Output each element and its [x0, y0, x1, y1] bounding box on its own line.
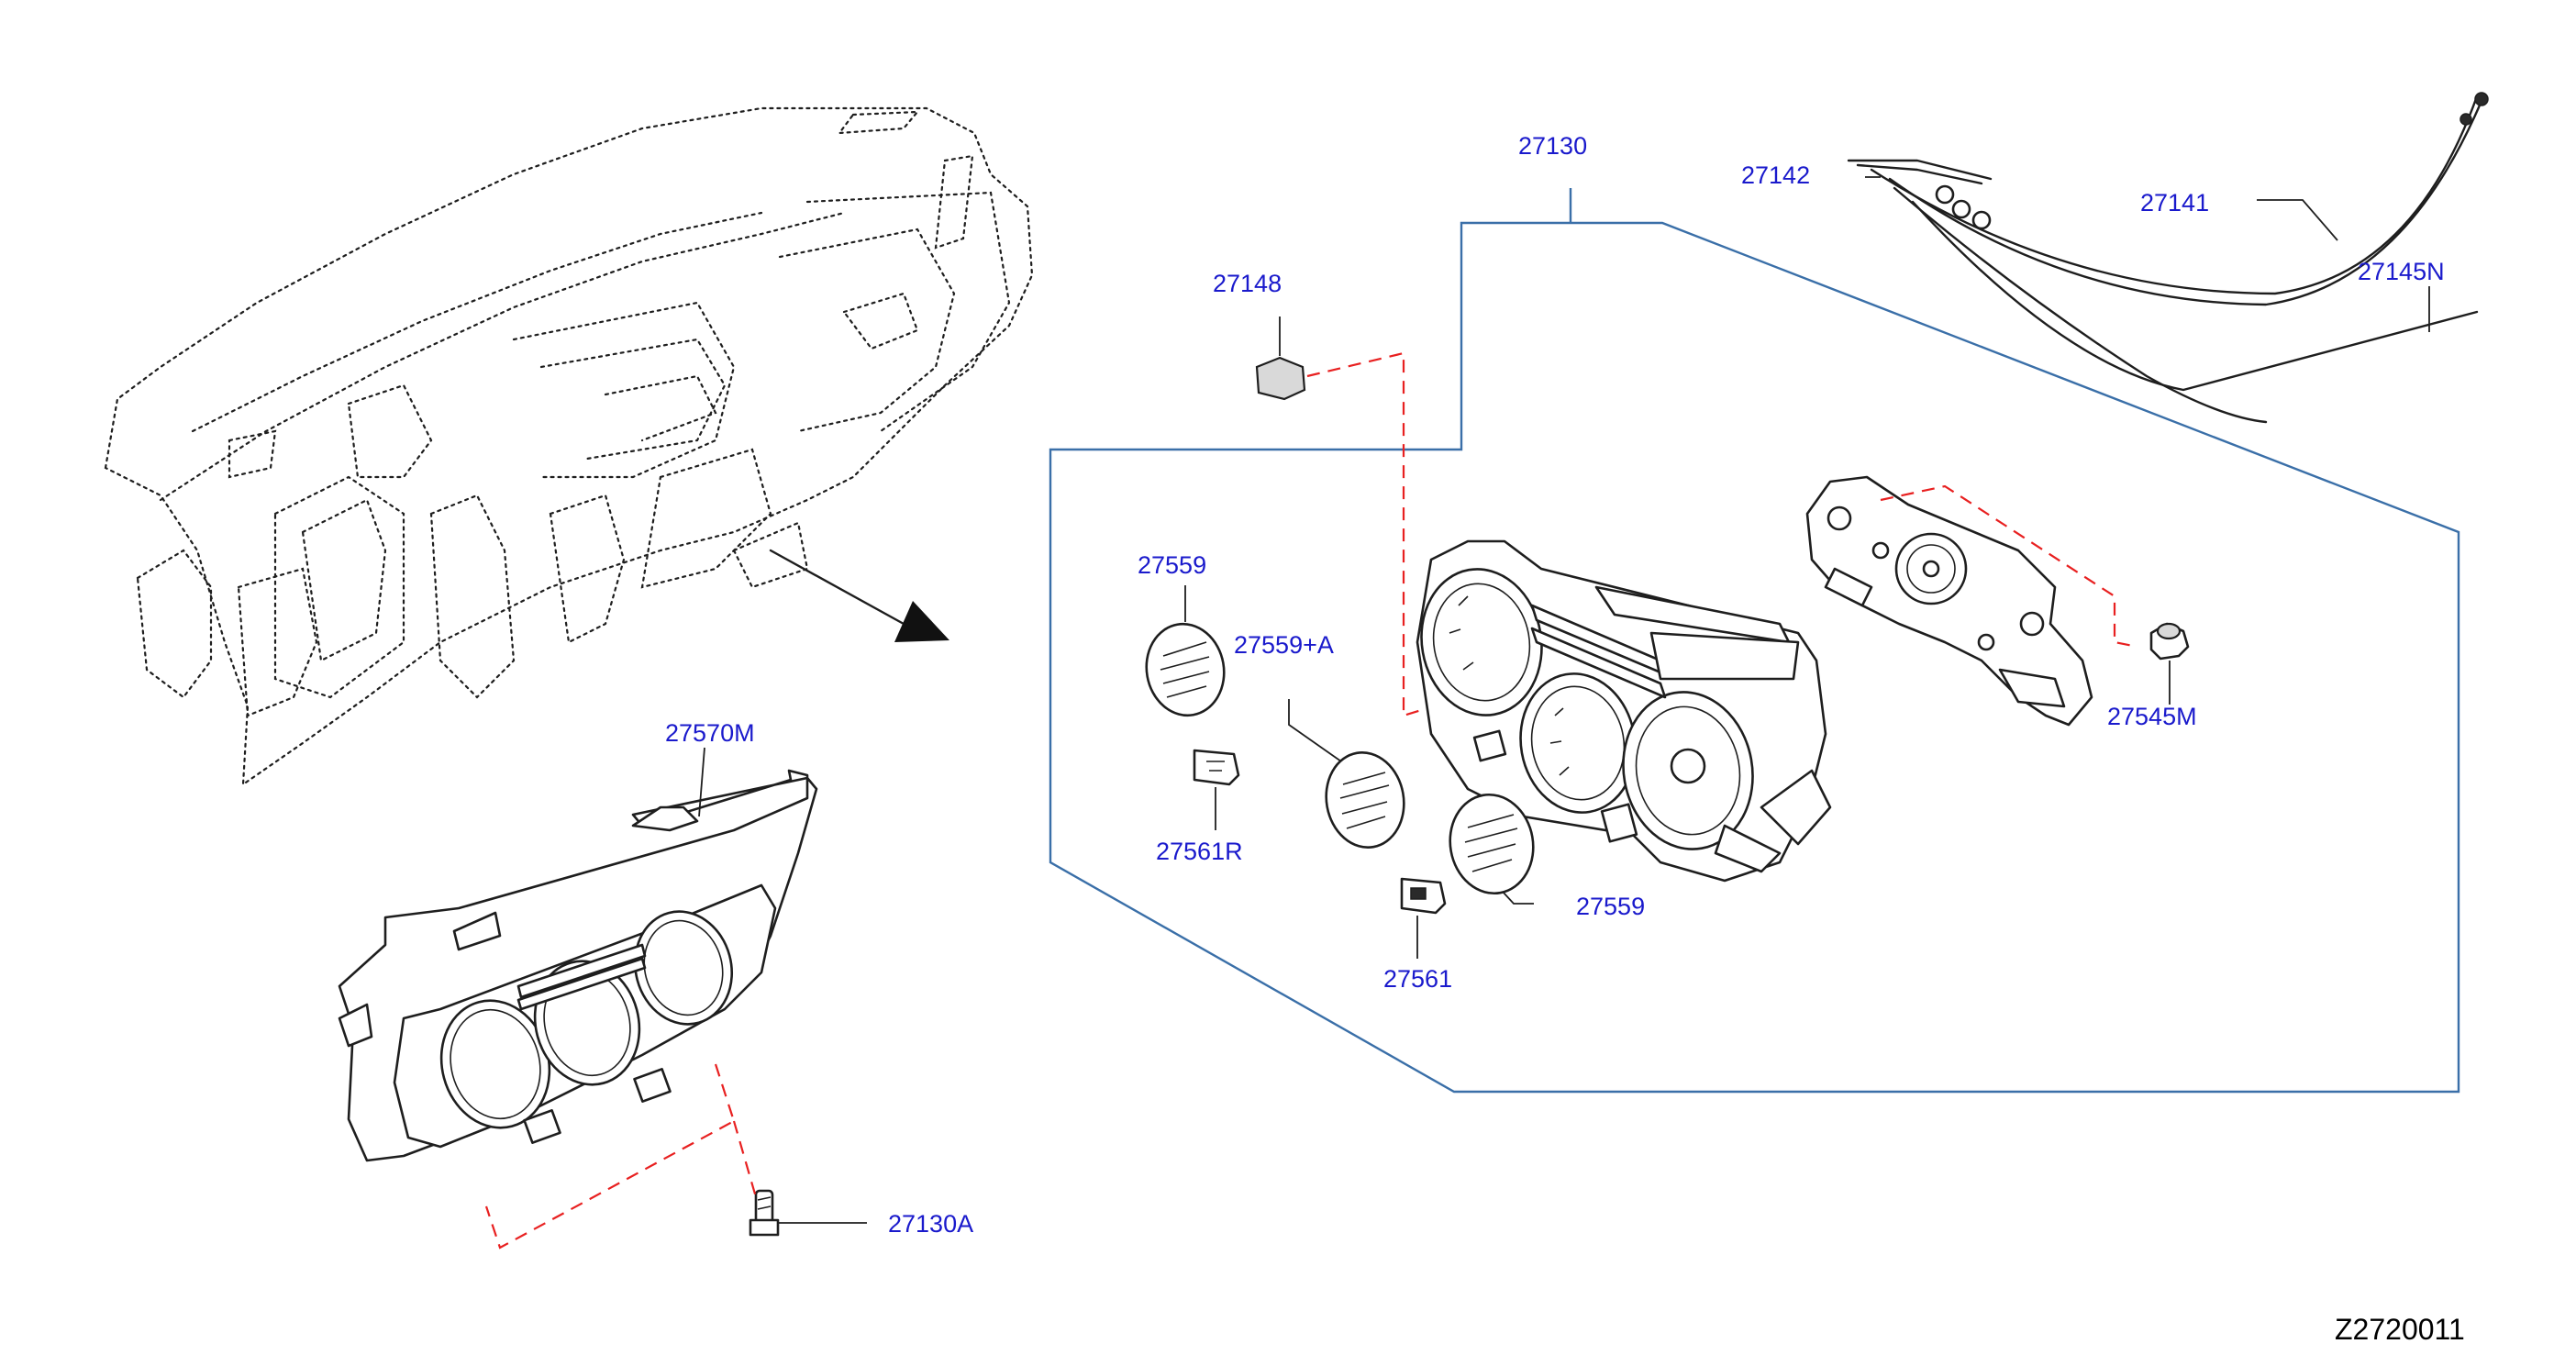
label-27559-lower: 27559: [1576, 893, 1645, 920]
label-27130A: 27130A: [888, 1210, 973, 1238]
indicator-bulb: [2149, 622, 2190, 661]
label-27130: 27130: [1518, 132, 1587, 160]
heater-control-assembly: [1416, 539, 1832, 883]
screw-connector-line: [484, 1063, 736, 1249]
label-27559-upper: 27559: [1138, 551, 1206, 579]
bulb-connector: [1880, 484, 2138, 649]
leader-lines: [698, 176, 2430, 1224]
label-27561R: 27561R: [1156, 838, 1243, 865]
knob-cap-connector: [1306, 351, 1524, 717]
label-27145N: 27145N: [2358, 258, 2445, 285]
knob-left: [1145, 622, 1226, 717]
knob-cap: [1255, 356, 1306, 401]
direction-arrow: [769, 549, 949, 642]
label-27561: 27561: [1383, 965, 1452, 993]
label-27142: 27142: [1741, 161, 1810, 189]
recirculation-switch: [1400, 877, 1447, 915]
label-27148: 27148: [1213, 270, 1282, 297]
assembly-frame: [1049, 221, 2460, 1094]
label-27141: 27141: [2140, 189, 2209, 217]
control-cables: [1847, 92, 2489, 424]
panel-screw: [749, 1189, 780, 1237]
control-panel-finisher: [338, 769, 818, 1162]
knob-middle: [1325, 750, 1405, 850]
label-27570M: 27570M: [665, 719, 755, 747]
knob-right: [1449, 793, 1535, 895]
label-27559-A: 27559+A: [1234, 631, 1334, 659]
rear-defrost-switch: [1193, 749, 1240, 786]
actuator-plate: [1805, 475, 2093, 727]
drawing-code: Z2720011: [2335, 1313, 2465, 1346]
screw-connector-line-2: [732, 1120, 758, 1198]
label-27545M: 27545M: [2107, 703, 2197, 730]
dashboard-illustration: [104, 106, 1034, 787]
